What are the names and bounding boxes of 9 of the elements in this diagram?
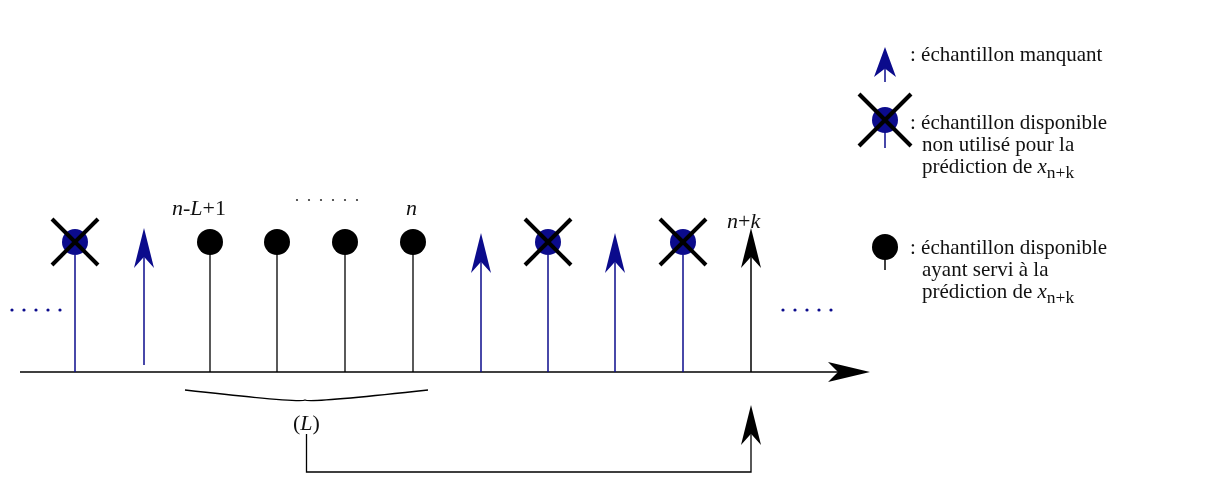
target-sample-arrow	[741, 228, 761, 373]
legend-text: : échantillon disponible ayant servi à la prédiction de x$_{n+k}$	[910, 236, 1109, 309]
sample-index-label: n	[406, 197, 417, 219]
window-length-label: (L)	[293, 412, 320, 434]
legend-text: : échantillon disponible non utilisé pour la prédiction de x$_{n+k}$	[910, 111, 1109, 184]
legend-text: : échantillon manquant	[910, 43, 1104, 65]
sample-index-label: n-L+1	[172, 197, 226, 219]
sample-index-label: n+k	[727, 210, 761, 232]
prediction-arrow	[305, 405, 761, 473]
